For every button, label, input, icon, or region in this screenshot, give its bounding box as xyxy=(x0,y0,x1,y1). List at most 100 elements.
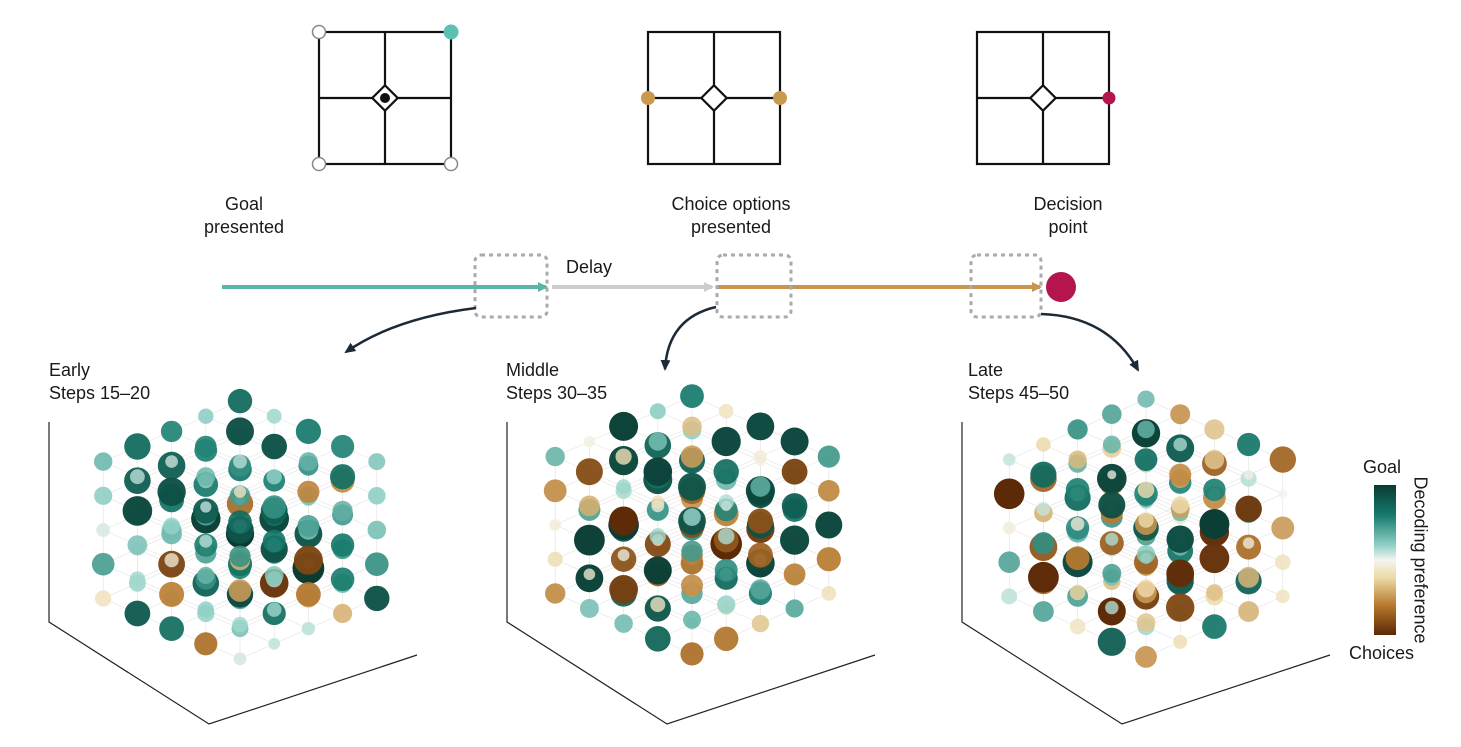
lattice-node xyxy=(1067,419,1088,440)
lattice-node xyxy=(609,575,638,604)
lattice-node xyxy=(232,616,248,633)
decision-marker xyxy=(1102,91,1116,105)
lattice-node xyxy=(1065,546,1090,571)
lattice-node xyxy=(296,582,321,607)
lattice-node xyxy=(1105,600,1119,615)
lattice-node xyxy=(614,614,633,633)
lattice-node xyxy=(233,652,247,666)
lattice-node xyxy=(713,459,739,485)
lattice-node xyxy=(127,535,148,555)
lattice-node xyxy=(1166,525,1194,553)
lattice-node xyxy=(718,403,734,419)
lattice-node xyxy=(368,453,386,471)
lattice-node xyxy=(1137,390,1155,408)
lattice-node xyxy=(683,610,701,629)
corner-empty-top-left xyxy=(311,24,327,40)
corner-goal-top-right xyxy=(443,24,459,40)
lattice-node xyxy=(1171,496,1189,514)
lattice-node xyxy=(718,528,735,545)
lattice-node xyxy=(817,445,840,468)
corner-empty-bottom-right xyxy=(443,156,459,172)
stage-label-decision: Decision point xyxy=(1033,194,1103,237)
lattice-node xyxy=(1036,501,1051,516)
lattice-node xyxy=(617,549,630,562)
choice-left-marker xyxy=(641,91,655,105)
lattice-node xyxy=(95,590,112,607)
window-box-middle xyxy=(715,253,793,319)
lattice-node xyxy=(293,545,323,575)
lattice-node xyxy=(651,495,665,509)
lattice-node xyxy=(1237,432,1261,457)
lattice-node xyxy=(780,427,809,456)
lattice-node xyxy=(268,637,281,650)
lattice-node xyxy=(1204,419,1225,440)
lattice-node xyxy=(781,493,808,519)
lattice-node xyxy=(1030,461,1057,488)
lattice-node xyxy=(198,408,214,424)
lattice-node xyxy=(1238,601,1259,622)
lattice-node xyxy=(1135,646,1157,668)
lattice-node xyxy=(1001,588,1018,605)
lattice-node xyxy=(780,525,810,555)
lattice-node xyxy=(1169,463,1192,486)
lattice-node xyxy=(159,581,185,607)
lattice-node xyxy=(1137,481,1155,499)
lattice-node xyxy=(94,486,113,505)
lattice-node xyxy=(583,568,596,581)
lattice-node xyxy=(1203,478,1226,501)
lattice-node xyxy=(1137,420,1155,439)
lattice-node xyxy=(575,458,603,486)
lattice-node xyxy=(91,552,115,576)
lattice-node xyxy=(545,583,566,604)
lattice-node xyxy=(1105,532,1119,546)
lattice-node xyxy=(1070,517,1085,531)
lattice-node xyxy=(643,556,672,585)
lattice-node xyxy=(1173,437,1187,452)
lattice-node xyxy=(233,454,247,469)
colorbar-top-label: Goal xyxy=(1363,457,1402,477)
lattice-node xyxy=(609,506,639,536)
lattice-node xyxy=(1002,453,1016,466)
lattice-node xyxy=(227,388,253,414)
lattice-node xyxy=(195,435,217,458)
lattice-node xyxy=(1275,554,1291,570)
lattice-node xyxy=(751,614,770,633)
lattice-node xyxy=(650,597,666,613)
lattice-node xyxy=(1136,545,1156,564)
curve-arrow-middle xyxy=(660,305,717,371)
lattice-node xyxy=(159,616,185,641)
lattice-node xyxy=(616,479,632,495)
maze-decision-point xyxy=(975,30,1116,166)
stage-label-goal: Goal presented xyxy=(203,194,285,237)
lattice-node xyxy=(747,542,773,568)
panel-title-early: Early Steps 15–20 xyxy=(49,360,151,403)
lattice-node xyxy=(579,599,599,618)
lattice-node xyxy=(1170,404,1191,425)
lattice-node xyxy=(816,547,841,572)
lattice-node xyxy=(1036,437,1051,452)
lattice-node xyxy=(365,552,389,576)
lattice-node xyxy=(299,452,318,471)
lattice-node xyxy=(368,487,386,505)
lattice-node xyxy=(750,579,771,600)
lattice-node xyxy=(157,477,186,506)
lattice-node xyxy=(1199,543,1230,574)
lattice-node xyxy=(783,563,806,586)
lattice-node xyxy=(714,626,739,651)
choice-right-marker xyxy=(773,91,787,105)
lattice-node xyxy=(330,464,356,490)
lattice-node xyxy=(1069,618,1086,635)
lattice-node xyxy=(683,508,701,526)
lattice-node xyxy=(785,599,804,618)
lattice-node xyxy=(815,511,843,539)
lattice-node xyxy=(130,469,145,485)
lattice-node xyxy=(649,403,666,420)
colorbar-bottom-label: Choices xyxy=(1349,643,1415,663)
lattice-node xyxy=(1202,614,1227,639)
lattice-node xyxy=(549,519,562,531)
lattice-node xyxy=(1098,491,1126,519)
lattice-node xyxy=(330,533,355,557)
lattice-node xyxy=(228,579,252,602)
colorbar-axis-label: Decoding preference xyxy=(1410,476,1431,644)
lattice-node xyxy=(1102,563,1122,583)
